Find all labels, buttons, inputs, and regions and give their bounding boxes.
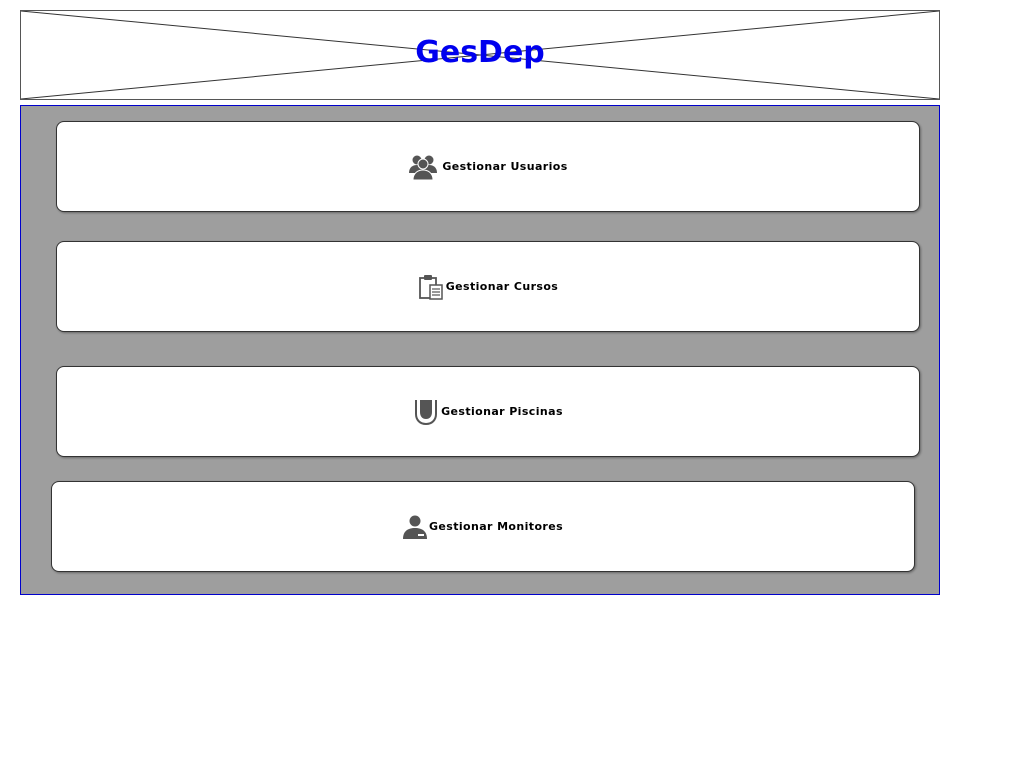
manage-pools-button[interactable]: Gestionar Piscinas — [56, 366, 920, 457]
manage-courses-label: Gestionar Cursos — [445, 280, 559, 293]
monitor-person-icon — [402, 514, 427, 540]
manage-courses-button[interactable]: Gestionar Cursos — [56, 241, 920, 332]
header-banner: GesDep — [20, 10, 940, 100]
manage-users-label: Gestionar Usuarios — [442, 160, 568, 173]
manage-users-button[interactable]: Gestionar Usuarios — [56, 121, 920, 212]
manage-pools-label: Gestionar Piscinas — [441, 405, 563, 418]
image-placeholder — [21, 11, 939, 99]
main-menu-panel: Gestionar Usuarios Gestionar Cursos Gest… — [20, 105, 940, 595]
manage-monitors-button[interactable]: Gestionar Monitores — [51, 481, 915, 572]
app-title: GesDep — [415, 35, 545, 70]
users-icon — [408, 153, 440, 181]
pool-icon — [413, 398, 439, 426]
clipboard-icon — [418, 273, 444, 301]
manage-monitors-label: Gestionar Monitores — [428, 520, 564, 533]
